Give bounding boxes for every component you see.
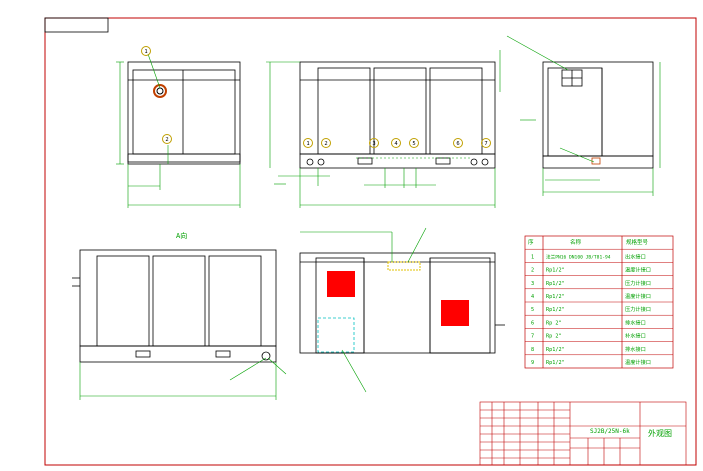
balloon-number: 7 xyxy=(484,141,487,147)
legend-cell-spec: 压力计接口 xyxy=(625,305,651,313)
sheet-corner-box xyxy=(44,17,109,33)
legend-cell-name: 法兰PN16 DN100 JB/T81-94 xyxy=(546,253,611,260)
legend-cell-name: Rp 2" xyxy=(546,334,562,340)
legend-cell-name: Rp1/2" xyxy=(546,268,565,274)
balloon-circle xyxy=(321,138,331,148)
title-block-model: SJ2B/25N-6k xyxy=(590,428,630,435)
legend-cell-name: Rp1/2" xyxy=(546,281,565,287)
title-block-drawing-name: 外观图 xyxy=(648,428,672,438)
legend-header: 序 名称 规格型号 xyxy=(528,238,649,246)
dims-front-view xyxy=(266,50,501,208)
title-block-grid xyxy=(479,401,687,466)
legend-cell-spec: 排水接口 xyxy=(625,318,646,326)
red-block-right xyxy=(441,300,469,326)
legend-cell-no: 5 xyxy=(531,307,534,313)
dims-left-view xyxy=(116,53,241,208)
legend-row-lines xyxy=(525,248,673,356)
balloon-number: 6 xyxy=(456,141,459,147)
front-connectors xyxy=(306,158,489,166)
balloon-circle xyxy=(391,138,401,148)
balloon-circle xyxy=(369,138,379,148)
legend-header-spec: 规格型号 xyxy=(626,238,649,246)
balloon-number: 2 xyxy=(165,137,168,143)
legend-cell-spec: 补水接口 xyxy=(625,332,646,340)
balloon-circle xyxy=(409,138,419,148)
balloon-number: 5 xyxy=(412,141,415,147)
legend-header-name: 名称 xyxy=(570,238,582,246)
legend-cell-spec: 温度计接口 xyxy=(625,292,651,300)
legend-cell-no: 1 xyxy=(531,254,534,260)
dims-view-a xyxy=(79,357,287,400)
cyan-dashed-box xyxy=(317,317,355,353)
top-view xyxy=(299,252,505,354)
legend-cell-no: 6 xyxy=(531,320,534,326)
legend-cell-no: 9 xyxy=(531,360,534,366)
legend-cell-spec: 温度计接口 xyxy=(625,266,651,274)
legend-cell-name: Rp1/2" xyxy=(546,360,565,366)
balloon-number: 1 xyxy=(306,141,309,147)
legend-cell-spec: 排水接口 xyxy=(625,345,646,353)
legend-cell-no: 3 xyxy=(531,281,534,287)
legend-cell-spec: 出水接口 xyxy=(625,252,646,260)
balloon-number: 3 xyxy=(372,141,375,147)
balloon-circle xyxy=(303,138,313,148)
view-a xyxy=(72,249,277,363)
balloon-number: 1 xyxy=(144,49,147,55)
front-view xyxy=(299,61,496,169)
legend-header-no: 序 xyxy=(528,238,534,246)
balloon-number: 2 xyxy=(324,141,327,147)
dims-top-view xyxy=(300,227,427,393)
legend-cell-name: Rp1/2" xyxy=(546,307,565,313)
dims-rear-view xyxy=(506,35,661,196)
red-block-left xyxy=(327,271,355,297)
balloon-number: 4 xyxy=(394,141,398,147)
legend-cell-no: 7 xyxy=(531,334,534,340)
side-view-left xyxy=(127,61,241,165)
legend-cell-name: Rp1/2" xyxy=(546,347,565,353)
balloon-circle xyxy=(481,138,491,148)
legend-cell-name: Rp1/2" xyxy=(546,294,565,300)
rear-view xyxy=(542,61,654,169)
hatch-yellow xyxy=(387,261,421,271)
sheet-border xyxy=(44,17,697,466)
legend-cell-spec: 压力计接口 xyxy=(625,279,651,287)
balloon-circle xyxy=(162,134,172,144)
legend-cell-no: 2 xyxy=(531,268,534,274)
balloon-callouts: 1 2 1 2 3 4 5 6 7 xyxy=(141,46,491,148)
balloon-circle xyxy=(453,138,463,148)
legend-cell-name: Rp 2" xyxy=(546,320,562,326)
burner-connector xyxy=(153,84,167,98)
legend-cell-spec: 温度计接口 xyxy=(625,358,651,366)
legend-cell-no: 4 xyxy=(531,294,534,300)
view-a-label: A向 xyxy=(176,231,187,240)
balloon-circle xyxy=(141,46,151,56)
legend-cell-no: 8 xyxy=(531,347,534,353)
